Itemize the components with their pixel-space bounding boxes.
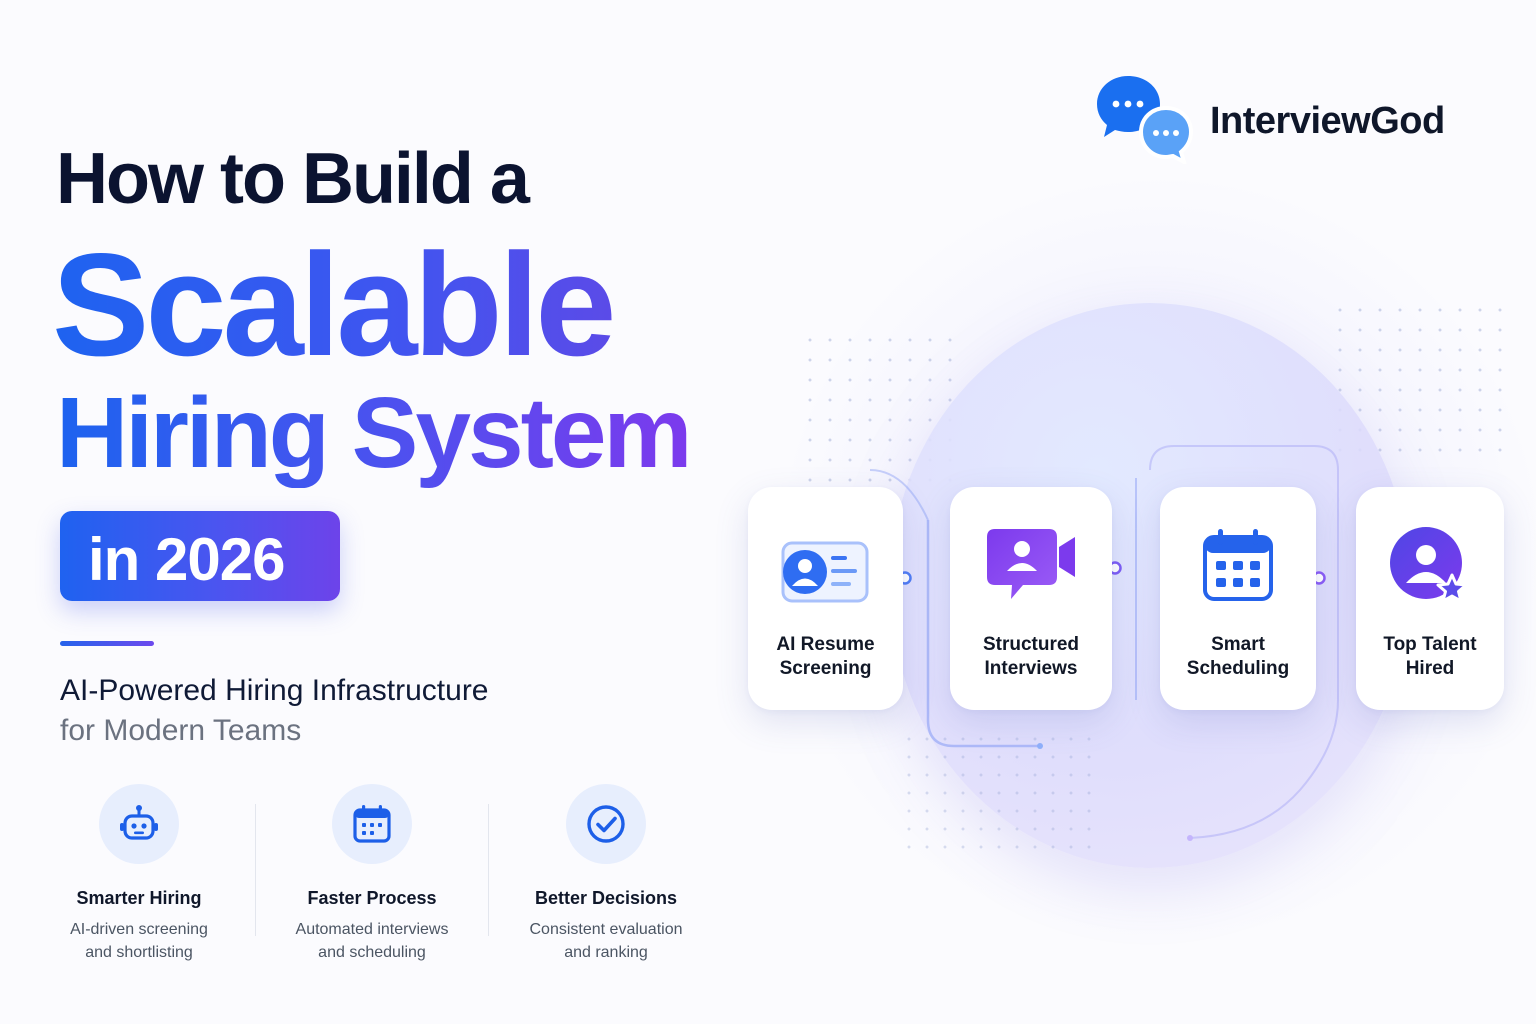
- feature-description: Automated interviews and scheduling: [295, 921, 449, 961]
- chat-bubbles-icon: [1097, 76, 1194, 164]
- feature-smarter-hiring: Smarter Hiring AI-driven screening and s…: [22, 784, 256, 964]
- year-badge: in 2026: [60, 511, 340, 601]
- workflow-step-smart-scheduling[interactable]: Smart Scheduling: [1160, 487, 1316, 710]
- workflow-step-resume-screening[interactable]: AI Resume Screening: [748, 487, 903, 710]
- subheadline-line-1: AI-Powered Hiring Infrastructure: [60, 674, 489, 707]
- feature-title: Faster Process: [307, 888, 437, 908]
- video-chat-icon: [950, 525, 1112, 611]
- step-label: AI Resume Screening: [776, 634, 875, 679]
- calendar-icon: [1160, 525, 1316, 611]
- check-circle-icon: [566, 784, 646, 864]
- brand-logo[interactable]: InterviewGod: [1094, 72, 1494, 172]
- feature-divider: [255, 804, 256, 936]
- feature-faster-process: Faster Process Automated interviews and …: [255, 784, 489, 964]
- workflow-step-top-talent-hired[interactable]: Top Talent Hired: [1356, 487, 1504, 710]
- resume-card-icon: [748, 525, 903, 611]
- feature-better-decisions: Better Decisions Consistent evaluation a…: [489, 784, 723, 964]
- feature-title: Smarter Hiring: [76, 888, 202, 908]
- workflow-step-structured-interviews[interactable]: Structured Interviews: [950, 487, 1112, 710]
- feature-title: Better Decisions: [534, 888, 678, 908]
- feature-description: Consistent evaluation and ranking: [529, 921, 683, 961]
- headline-line-2: Scalable: [52, 223, 616, 386]
- step-label: Top Talent Hired: [1383, 634, 1477, 679]
- year-badge-text: in 2026: [88, 526, 285, 593]
- accent-divider: [60, 641, 154, 646]
- robot-icon: [99, 784, 179, 864]
- subheadline-line-2: for Modern Teams: [60, 714, 302, 747]
- step-label: Smart Scheduling: [1186, 634, 1290, 679]
- calendar-icon: [332, 784, 412, 864]
- headline-line-1: How to Build a: [56, 139, 530, 219]
- brand-name: InterviewGod: [1210, 100, 1445, 142]
- step-label: Structured Interviews: [982, 634, 1080, 679]
- feature-divider: [488, 804, 489, 936]
- feature-description: AI-driven screening and shortlisting: [70, 921, 208, 961]
- user-star-icon: [1356, 525, 1504, 611]
- headline-line-3: Hiring System: [56, 377, 692, 489]
- dot-pattern-bottom: [900, 730, 1100, 850]
